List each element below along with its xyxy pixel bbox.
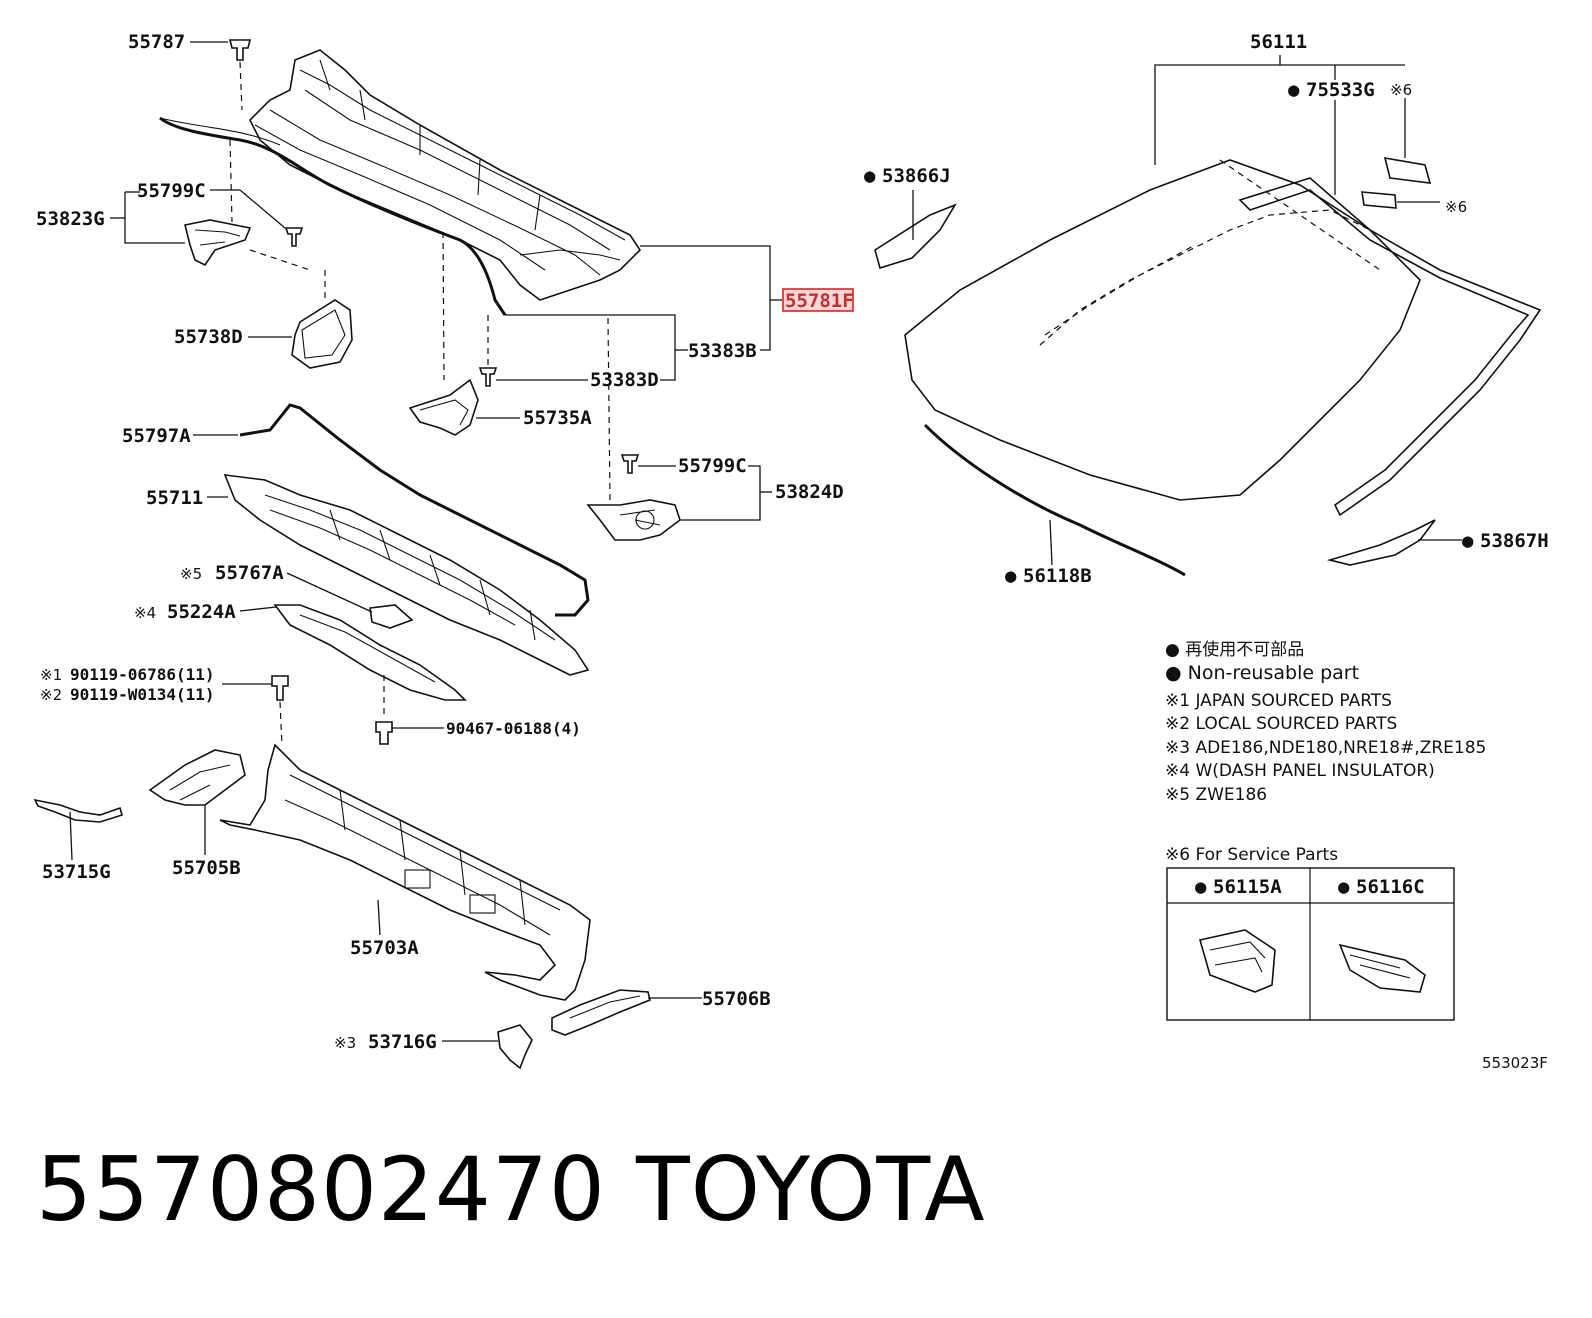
panel-55711-part xyxy=(223,474,590,676)
bullet-56115A: ● xyxy=(1195,876,1207,898)
clip-55787-part xyxy=(228,39,252,61)
callout-55799C-top: 55799C xyxy=(137,180,206,202)
molding-75533G-part xyxy=(1238,177,1542,517)
mark-6-b: ※6 xyxy=(1445,198,1467,216)
callout-56115A: 56115A xyxy=(1213,876,1282,898)
clip-53383D-part xyxy=(478,367,498,387)
legend-note-6: ※6 For Service Parts xyxy=(1165,845,1338,865)
dash-panel-55703A-part xyxy=(219,743,591,1001)
callout-53383B: 53383B xyxy=(688,340,757,362)
cover-53866J-part xyxy=(874,203,957,270)
insulator-55767A-part xyxy=(369,604,414,629)
windshield-56111-part xyxy=(904,159,1421,501)
bullet-56118B: ● xyxy=(1005,565,1017,587)
bullet-75533G: ● xyxy=(1288,79,1300,101)
callout-56111: 56111 xyxy=(1250,31,1307,53)
service-part-small-a xyxy=(1383,156,1432,184)
highlight-box-55781 xyxy=(782,288,854,312)
bolt-90119-part xyxy=(271,675,289,701)
mark-2: ※2 xyxy=(40,686,62,704)
clip-55799C-top-part xyxy=(284,227,304,247)
seal-55735A-part xyxy=(408,378,479,436)
callout-55705B: 55705B xyxy=(172,857,241,879)
mark-3: ※3 xyxy=(334,1034,356,1052)
callout-55781-highlighted[interactable]: 55781F xyxy=(785,290,854,312)
bracket-53716G-part xyxy=(497,1024,533,1070)
legend-jp: ● 再使用不可部品 xyxy=(1165,639,1304,660)
callout-53715G: 53715G xyxy=(42,861,111,883)
clip-90467-part xyxy=(375,721,393,745)
mark-5: ※5 xyxy=(180,565,202,583)
cover-53867H-part xyxy=(1326,519,1436,566)
dam-56118B-part xyxy=(923,423,1186,577)
callout-55735A: 55735A xyxy=(523,407,592,429)
seal-55738D-part xyxy=(291,299,353,369)
legend-note-3: ※3 ADE186,NDE180,NRE18#,ZRE185 xyxy=(1165,738,1486,758)
service-parts-table xyxy=(1166,867,1455,1021)
callout-55703A: 55703A xyxy=(350,937,419,959)
seal-55797A-part xyxy=(239,403,590,617)
callout-90467: 90467-06188(4) xyxy=(446,719,581,738)
callout-55767A: 55767A xyxy=(215,562,284,584)
callout-53823G: 53823G xyxy=(36,208,105,230)
bullet-53867H: ● xyxy=(1462,530,1474,552)
mark-4: ※4 xyxy=(134,604,156,622)
callout-55224A: 55224A xyxy=(167,601,236,623)
cowl-louver-part xyxy=(159,49,642,316)
mark-6-a: ※6 xyxy=(1390,81,1412,99)
callout-75533G: 75533G xyxy=(1306,79,1375,101)
callout-55738D: 55738D xyxy=(174,326,243,348)
callout-53824D: 53824D xyxy=(775,481,844,503)
diagram-reference: 553023F xyxy=(1482,1054,1548,1072)
callout-53383D: 53383D xyxy=(590,369,659,391)
leader-lines-right xyxy=(912,55,1462,566)
leader-lines xyxy=(69,41,782,1042)
mark-1: ※1 xyxy=(40,666,62,684)
callout-56116C: 56116C xyxy=(1356,876,1425,898)
service-part-small-b xyxy=(1361,191,1397,209)
legend-en: ● Non-reusable part xyxy=(1165,662,1359,684)
bracket-53824D-part xyxy=(586,499,681,541)
callout-56118B: 56118B xyxy=(1023,565,1092,587)
legend-note-2: ※2 LOCAL SOURCED PARTS xyxy=(1165,714,1397,734)
bracket-53823G-part xyxy=(184,219,252,267)
callout-55799C-mid: 55799C xyxy=(678,455,747,477)
insulator-55224A-part xyxy=(273,604,467,701)
callout-55706B: 55706B xyxy=(702,988,771,1010)
callout-55787: 55787 xyxy=(128,31,185,53)
seal-53715G-part xyxy=(33,798,123,823)
callout-55711: 55711 xyxy=(146,487,203,509)
legend-note-4: ※4 W(DASH PANEL INSULATOR) xyxy=(1165,761,1435,781)
callout-53716G: 53716G xyxy=(368,1031,437,1053)
bullet-56116C: ● xyxy=(1338,876,1350,898)
callout-53867H: 53867H xyxy=(1480,530,1549,552)
bullet-53866J: ● xyxy=(864,165,876,187)
bracket-55705B-part xyxy=(148,749,246,806)
callout-90119-06786: 90119-06786(11) xyxy=(70,665,215,684)
legend-note-1: ※1 JAPAN SOURCED PARTS xyxy=(1165,691,1392,711)
clip-55799C-mid-part xyxy=(620,454,640,474)
callout-90119-W0134: 90119-W0134(11) xyxy=(70,685,215,704)
footer-brand: TOYOTA xyxy=(636,1138,986,1241)
callout-55797A: 55797A xyxy=(122,425,191,447)
bracket-55706B-part xyxy=(551,989,651,1036)
footer-part-number: 5570802470 xyxy=(36,1138,606,1241)
callout-53866J: 53866J xyxy=(882,165,951,187)
legend-note-5: ※5 ZWE186 xyxy=(1165,785,1267,805)
